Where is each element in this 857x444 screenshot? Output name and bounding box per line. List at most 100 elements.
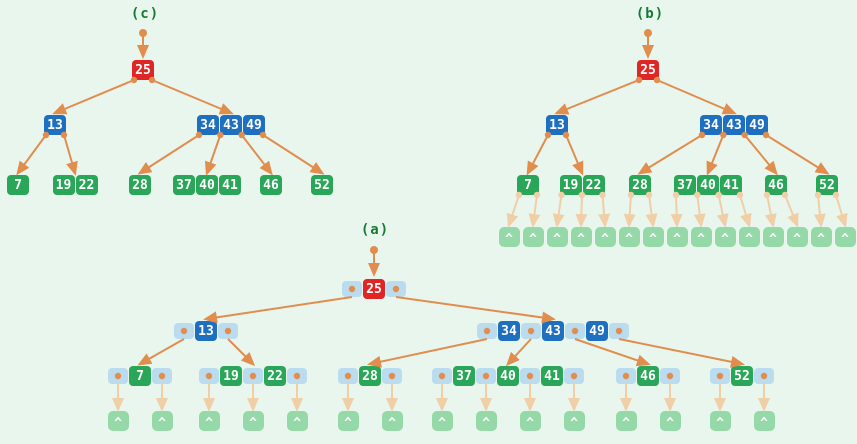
null-pointer-box: ^ (198, 411, 220, 431)
tree-node-46: 46 (616, 366, 680, 386)
key-cell: 19 (52, 175, 75, 195)
pointer-slot (521, 323, 541, 339)
key-cell: 37 (173, 175, 195, 195)
key-cell: 28 (359, 366, 381, 386)
null-pointer-box: ^ (714, 227, 736, 247)
key-cell: 41 (219, 175, 241, 195)
null-pointer-box: ^ (834, 227, 856, 247)
pointer-slot (565, 323, 585, 339)
entry-pointer-dot (139, 29, 147, 37)
null-pointer-box: ^ (594, 227, 616, 247)
tree-node-25: 25 (637, 60, 659, 80)
pointer-slot (338, 368, 358, 384)
null-pointer-box: ^ (762, 227, 784, 247)
key-cell: 49 (586, 321, 608, 341)
null-edge (739, 194, 752, 228)
null-edge (670, 194, 683, 228)
null-pointer-box: ^ (753, 411, 775, 431)
tree-node-25: 25 (132, 60, 154, 80)
null-pointer-box: ^ (666, 227, 688, 247)
tree-node-7: 7 (517, 175, 539, 195)
tree-edge (618, 338, 745, 368)
tree-node-7: 7 (7, 175, 29, 195)
tree-edge (706, 134, 725, 176)
null-edge (528, 194, 541, 228)
pointer-slot (243, 368, 263, 384)
key-cell: 41 (541, 366, 563, 386)
tree-edge (565, 134, 584, 176)
null-edge (552, 194, 565, 228)
entry-pointer-dot (370, 246, 378, 254)
null-edge (784, 194, 799, 228)
pointer-slot (108, 368, 128, 384)
tree-edge (137, 134, 200, 175)
null-edge (716, 194, 729, 228)
key-cell: 22 (264, 366, 286, 386)
key-cell: 49 (243, 115, 265, 135)
key-cell: 40 (497, 366, 519, 386)
key-cell: 13 (195, 321, 217, 341)
key-cell: 7 (7, 175, 29, 195)
null-edge (506, 194, 520, 228)
tree-edge (765, 134, 830, 175)
null-pointer-box: ^ (810, 227, 832, 247)
null-pointer-box: ^ (498, 227, 520, 247)
tree-edge (262, 134, 325, 175)
entry-pointer-dot (644, 29, 652, 37)
tree-node-28: 28 (129, 175, 151, 195)
key-cell: 13 (546, 115, 568, 135)
pointer-slot (616, 368, 636, 384)
key-cell: 25 (132, 60, 154, 80)
pointer-slot (432, 368, 452, 384)
null-pointer-box: ^ (431, 411, 453, 431)
null-edge (835, 194, 848, 228)
key-cell: 46 (765, 175, 787, 195)
pointer-slot (342, 281, 362, 297)
tree-edge (554, 79, 640, 115)
key-cell: 41 (720, 175, 742, 195)
tree-node-25: 25 (342, 279, 406, 299)
diagram-label-c: (c) (130, 6, 160, 22)
key-cell: 34 (700, 115, 722, 135)
key-cell: 28 (629, 175, 651, 195)
tree-node-13: 13 (546, 115, 568, 135)
key-cell: 43 (542, 321, 564, 341)
tree-edge (63, 134, 78, 176)
null-pointer-box: ^ (642, 227, 664, 247)
tree-edge (227, 338, 256, 367)
key-cell: 19 (559, 175, 582, 195)
key-cell: 46 (260, 175, 282, 195)
key-cell: 25 (637, 60, 659, 80)
null-pointer-box: ^ (381, 411, 403, 431)
key-cell: 43 (723, 115, 745, 135)
tree-node-28: 28 (629, 175, 651, 195)
null-pointer-box: ^ (151, 411, 173, 431)
tree-node-46: 46 (260, 175, 282, 195)
key-cell: 37 (674, 175, 696, 195)
key-cell: 40 (196, 175, 218, 195)
null-edge (813, 194, 826, 228)
null-pointer-box: ^ (570, 227, 592, 247)
null-pointer-box: ^ (618, 227, 640, 247)
pointer-slot (477, 323, 497, 339)
tree-node-13: 13 (174, 321, 238, 341)
pointer-slot (564, 368, 584, 384)
key-cell: 22 (582, 175, 605, 195)
key-cell: 7 (129, 366, 151, 386)
null-pointer-box: ^ (615, 411, 637, 431)
key-cell: 46 (637, 366, 659, 386)
tree-edge (240, 134, 273, 176)
null-edge (575, 194, 588, 228)
tree-edge (395, 296, 556, 324)
tree-node-28: 28 (338, 366, 402, 386)
null-pointer-box: ^ (475, 411, 497, 431)
pointer-slot (218, 323, 238, 339)
tree-edge (656, 79, 737, 115)
pointer-slot (199, 368, 219, 384)
tree-edge (137, 338, 185, 366)
